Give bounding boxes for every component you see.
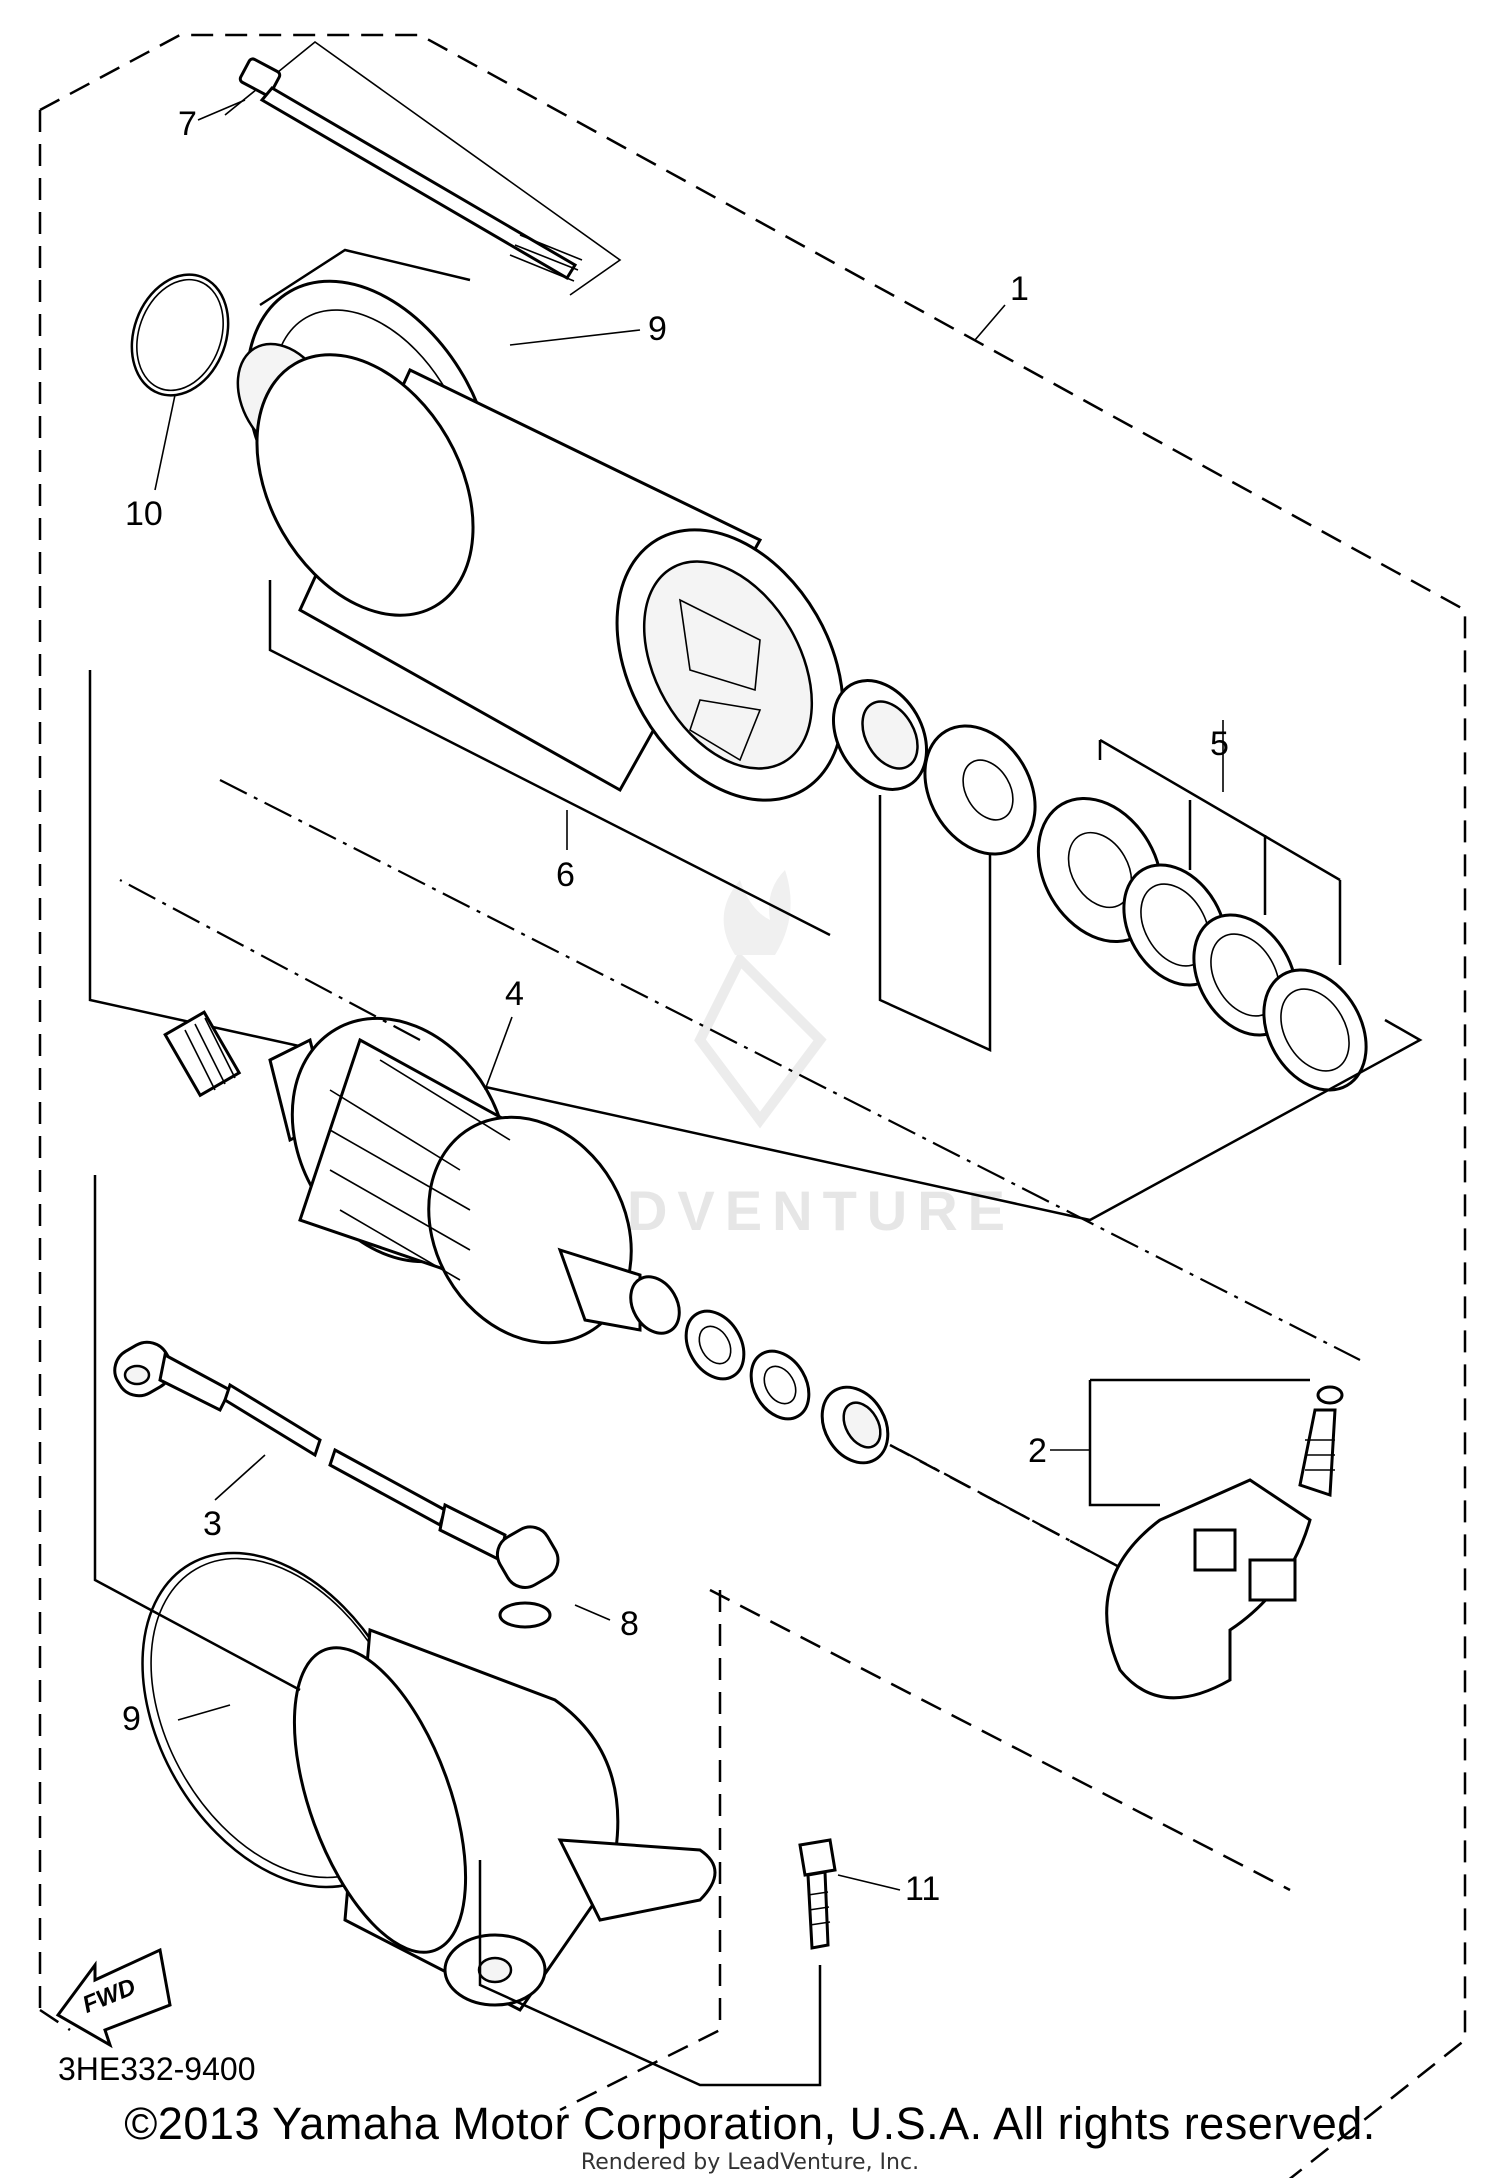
callout-8: 8 xyxy=(620,1605,639,1643)
rear-cover xyxy=(141,1551,717,2012)
bracket-6 xyxy=(88,670,1423,1222)
callout-7: 7 xyxy=(178,105,197,143)
o-ring xyxy=(130,273,230,397)
callout-2: 2 xyxy=(1028,1432,1047,1470)
callout-1: 1 xyxy=(1010,270,1029,308)
bearing xyxy=(831,679,929,791)
assembly-boundary xyxy=(38,33,1467,2178)
assembly-boundary-left xyxy=(39,2008,71,2032)
lower-dashed-box xyxy=(559,1588,1291,2112)
oil-seal xyxy=(923,724,1037,856)
fwd-arrow-icon: FWD xyxy=(55,1947,172,2049)
brush-holder xyxy=(1088,1378,1344,1700)
yoke-cylinder xyxy=(255,353,845,802)
callout-9-bottom: 9 xyxy=(122,1700,141,1738)
rendered-by-notice: Rendered by LeadVenture, Inc. xyxy=(580,2150,920,2175)
armature xyxy=(163,1010,681,1345)
callout-5: 5 xyxy=(1210,725,1229,763)
copyright-notice: ©2013 Yamaha Motor Corporation, U.S.A. A… xyxy=(124,2098,1376,2149)
callout-3: 3 xyxy=(203,1505,222,1543)
bracket-6-links xyxy=(878,795,992,1052)
part-code: 3HE332-9400 xyxy=(58,2051,255,2087)
callout-4: 4 xyxy=(505,975,524,1013)
armature-washers xyxy=(684,1309,890,1465)
center-axis-line xyxy=(119,779,1361,1361)
lead-wire xyxy=(113,1340,560,1629)
callout-11: 11 xyxy=(905,1870,940,1908)
callout-6: 6 xyxy=(556,856,575,894)
callout-10: 10 xyxy=(125,495,163,533)
bracket-5 xyxy=(1098,738,1342,965)
washer-set xyxy=(1036,796,1368,1092)
callout-leaders xyxy=(154,99,1224,1891)
rear-cover-bracket xyxy=(93,1175,822,2087)
brush-holder-leader xyxy=(889,1443,1126,1572)
through-bolt xyxy=(224,40,622,296)
callout-9-top: 9 xyxy=(648,310,667,348)
screw xyxy=(798,1838,837,1950)
